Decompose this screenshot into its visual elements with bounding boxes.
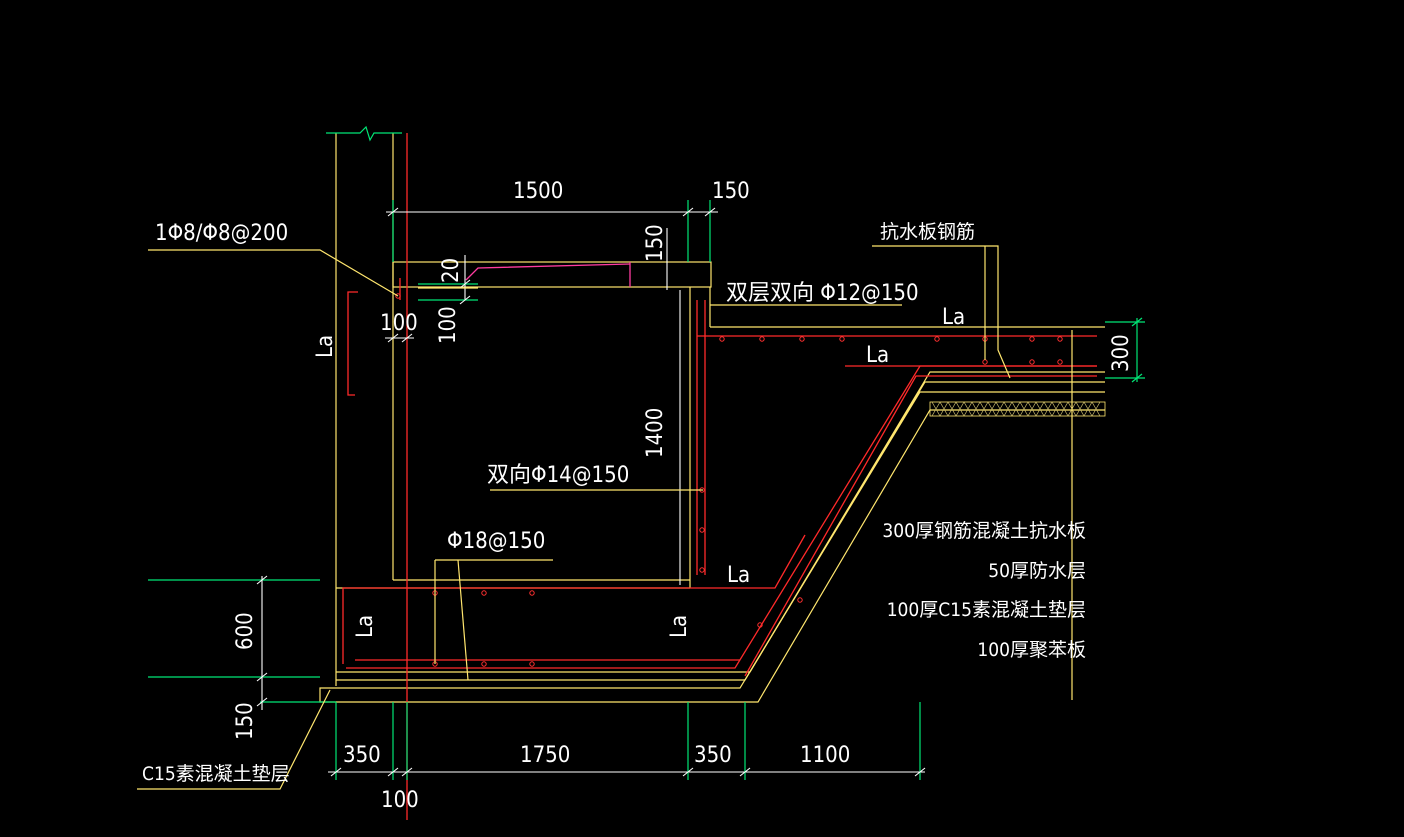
bidirection-14-label: 双向Φ14@150 [487, 463, 629, 488]
dim-350-a-label: 350 [343, 743, 381, 768]
c15-cushion-label: C15素混凝土垫层 [142, 763, 290, 785]
rebar [342, 133, 1097, 820]
legend-item-2: 50厚防水层 [988, 560, 1086, 582]
legend-item-3: 100厚C15素混凝土垫层 [887, 599, 1086, 621]
la-label-4: La [727, 563, 750, 588]
dim-350-b-label: 350 [694, 743, 732, 768]
dim-20-label: 20 [439, 258, 464, 283]
dim-1750-label: 1750 [520, 743, 570, 768]
leader-lines [137, 245, 1073, 790]
dimension-lines [148, 200, 1145, 780]
dim-1100-label: 1100 [800, 743, 850, 768]
dim-150-bottom-label: 150 [233, 702, 258, 740]
dim-600-label: 600 [233, 612, 258, 650]
anti-water-rebar-label: 抗水板钢筋 [880, 221, 975, 243]
text-labels: 1Φ8/Φ8@200 1500 150 20 150 100 100 双层双向 … [142, 179, 1134, 813]
double-bidirection-label: 双层双向 Φ12@150 [726, 281, 919, 306]
dim-1400-label: 1400 [643, 408, 668, 458]
polystyrene-hatch [929, 401, 1106, 417]
dim-1500-label: 1500 [513, 179, 563, 204]
dim-150-vert-label: 150 [643, 224, 668, 262]
dim-300-label: 300 [1109, 334, 1134, 372]
legend-item-1: 300厚钢筋混凝土抗水板 [882, 520, 1086, 542]
cover-slab-rebar [465, 262, 631, 287]
la-label-1: La [313, 335, 338, 358]
la-label-5: La [353, 615, 378, 638]
dim-150-top-label: 150 [712, 179, 750, 204]
la-label-3: La [866, 343, 889, 368]
legend-item-4: 100厚聚苯板 [977, 639, 1086, 661]
la-label-2: La [942, 305, 965, 330]
layer-legend: 300厚钢筋混凝土抗水板 50厚防水层 100厚C15素混凝土垫层 100厚聚苯… [882, 520, 1086, 661]
la-label-6: La [667, 615, 692, 638]
dim-100-bottom-label: 100 [381, 788, 419, 813]
rebar-note-label: 1Φ8/Φ8@200 [155, 221, 288, 246]
dim-100-a-label: 100 [380, 311, 418, 336]
phi18-label: Φ18@150 [447, 529, 545, 554]
dim-100-b-label: 100 [436, 306, 461, 344]
